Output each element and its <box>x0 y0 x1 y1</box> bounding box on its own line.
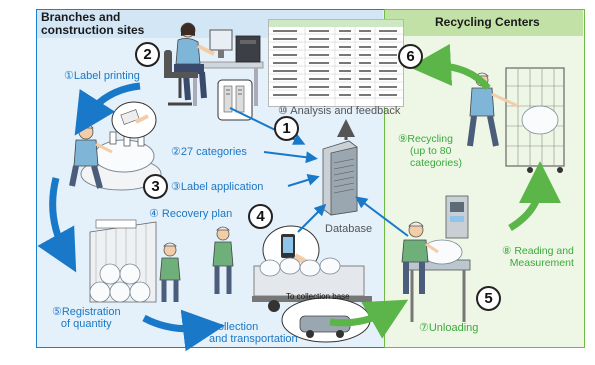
line-application-to-db <box>287 174 320 187</box>
line-categories-to-db <box>263 151 318 164</box>
step-registration-of-quantity: ⑤Registration of quantity <box>52 306 121 330</box>
step-analysis-feedback: ⑩ Analysis and feedback <box>278 105 401 117</box>
marker-4: 4 <box>248 204 273 229</box>
collection-truck-illustration <box>252 257 372 343</box>
step-unloading: ⑦Unloading <box>419 322 479 334</box>
database-label: Database <box>325 223 373 235</box>
line-unloading-to-db <box>355 196 409 237</box>
arrow-application-to-registration <box>37 177 77 273</box>
label-printing-worker-illustration <box>164 22 264 106</box>
arrow-collection-to-unloading <box>329 299 409 339</box>
recycling-header <box>385 10 583 36</box>
marker-3: 3 <box>143 174 168 199</box>
step-reading-measurement: ⑧ Reading and Measurement <box>502 245 574 269</box>
recycling-title: Recycling Centers <box>435 15 540 29</box>
step-recovery-plan: ④ Recovery plan <box>149 208 233 220</box>
marker-6: 6 <box>398 44 423 69</box>
step-label-application: ③Label application <box>171 181 264 193</box>
marker-5: 5 <box>476 286 501 311</box>
step-label-printing: ①Label printing <box>64 70 140 82</box>
branches-title: Branches and construction sites <box>41 10 145 37</box>
step-27-categories: ②27 categories <box>171 146 247 158</box>
step-recycling: ⑨Recycling (up to 80 categories) <box>398 133 462 169</box>
arrow-measurement-to-recycling <box>508 161 561 232</box>
marker-2: 2 <box>135 42 160 67</box>
analysis-spreadsheet <box>268 19 404 107</box>
arrow-printing-to-application <box>74 82 141 136</box>
registration-of-quantity-illustration <box>89 219 181 303</box>
reading-measurement-worker-illustration <box>401 195 471 322</box>
database-server-icon <box>322 140 358 216</box>
marker-1: 1 <box>274 116 299 141</box>
spreadsheet-grid-icon <box>269 20 403 106</box>
line-recovery-to-db <box>297 203 327 233</box>
arrow-registration-to-collection <box>142 309 225 352</box>
arrow-recycling-to-analysis <box>409 43 491 91</box>
step-collection-transportation: ⑥ Collection and transportation <box>197 321 298 345</box>
truck-label: To collection base <box>286 292 350 301</box>
